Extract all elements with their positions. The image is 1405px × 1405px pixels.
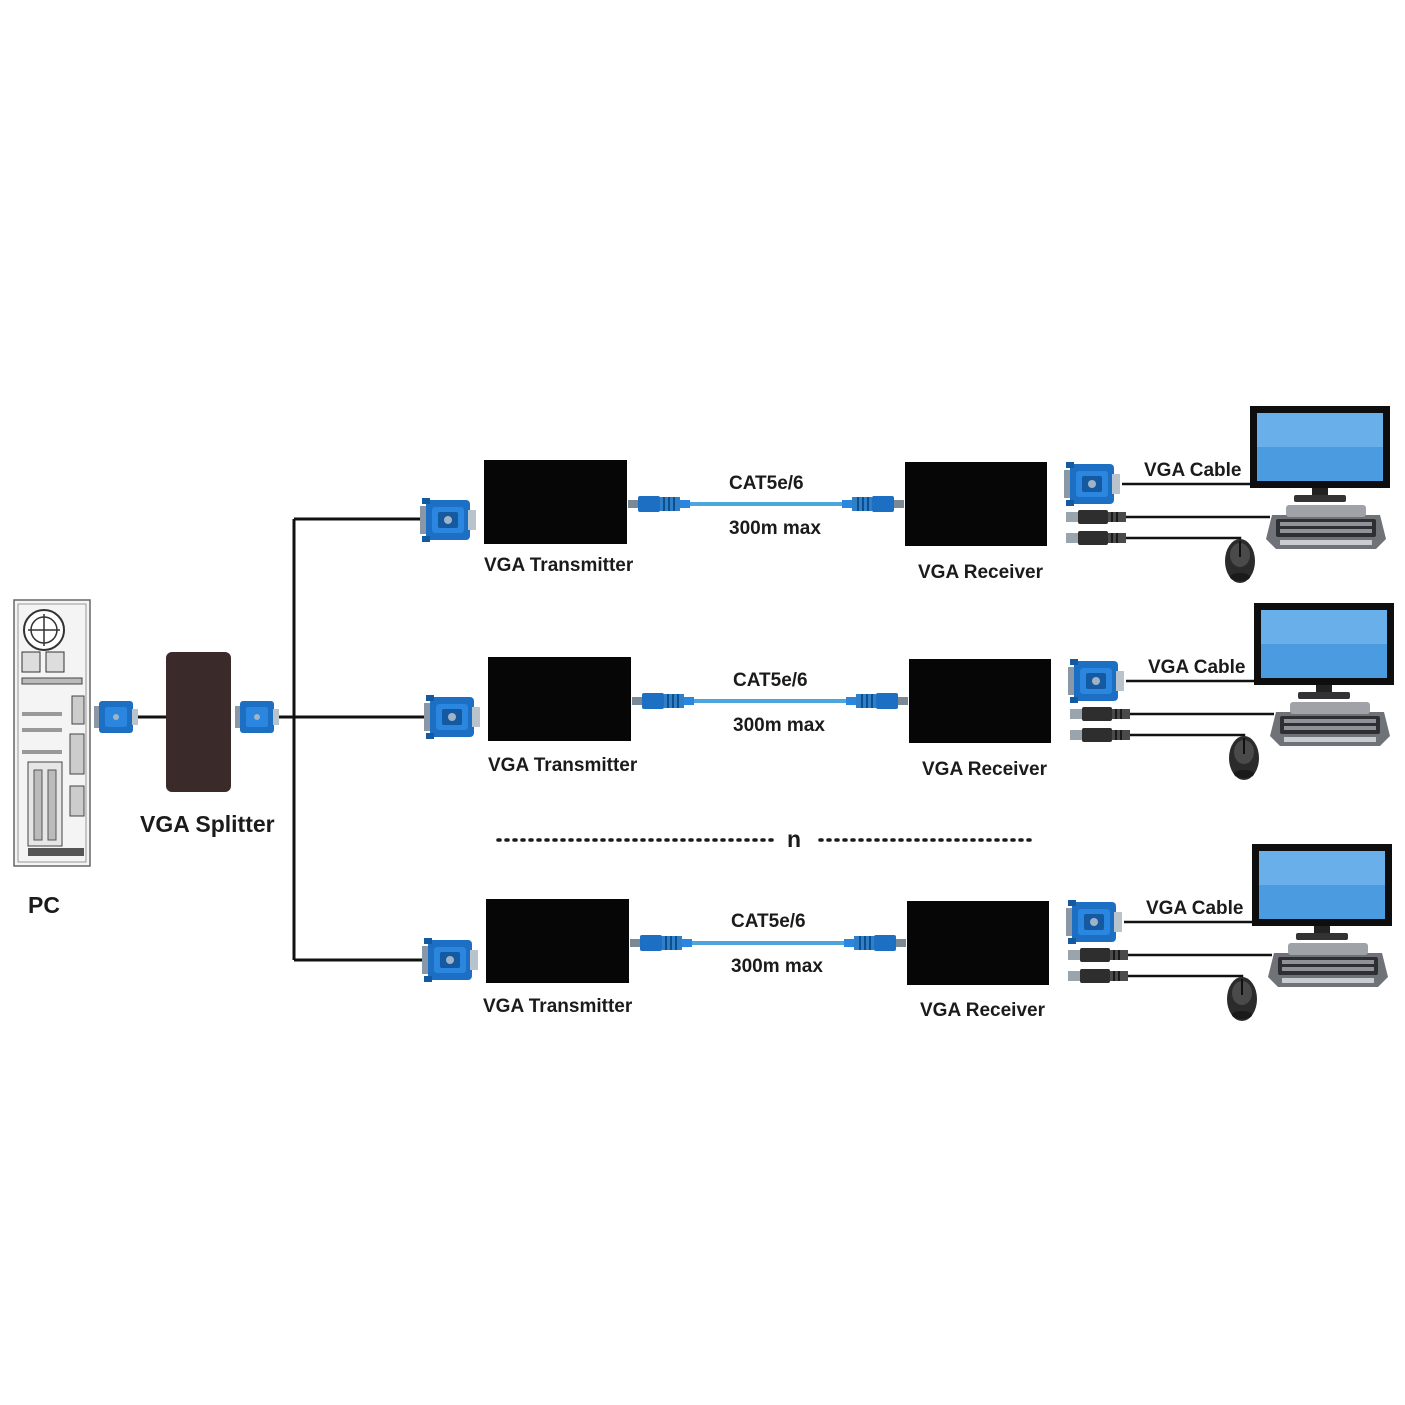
transmitter-label: VGA Transmitter [483, 996, 633, 1017]
receiver-label: VGA Receiver [920, 1000, 1046, 1021]
distance-label: 300m max [729, 518, 821, 539]
vga-receiver-device [907, 901, 1049, 985]
vga-connector-icon [235, 701, 279, 733]
cable-type-label: CAT5e/6 [731, 911, 806, 932]
vga-cable-label: VGA Cable [1148, 657, 1246, 678]
splitter-label: VGA Splitter [140, 811, 275, 837]
keyboard-icon [1270, 702, 1390, 746]
distance-label: 300m max [733, 715, 825, 736]
monitor-icon [1252, 844, 1392, 940]
mouse-icon [1226, 976, 1258, 1022]
vga-connector-icon [1066, 900, 1122, 944]
rj45-plug-icon [629, 934, 693, 952]
rj45-plug-icon [845, 692, 909, 710]
cable-type-label: CAT5e/6 [729, 473, 804, 494]
peripheral-wires [1124, 920, 1272, 978]
usb-plug-icon [1067, 947, 1129, 963]
peripheral-wires [1122, 482, 1270, 540]
repeat-marker: n [787, 826, 801, 852]
keyboard-icon [1268, 943, 1388, 987]
usb-plug-icon [1065, 509, 1127, 525]
extender-row-3: CAT5e/6 300m max VGA Transmitter VGA Rec… [422, 844, 1392, 1022]
vga-transmitter-device [488, 657, 631, 741]
pc-label: PC [28, 892, 60, 918]
extender-row-2: CAT5e/6 300m max VGA Transmitter VGA Rec… [424, 603, 1394, 781]
distance-label: 300m max [731, 956, 823, 977]
vga-connector-icon [1068, 659, 1124, 703]
vga-splitter-device [166, 652, 231, 792]
vga-connector-icon [94, 701, 138, 733]
vga-transmitter-device [486, 899, 629, 983]
vga-transmitter-device [484, 460, 627, 544]
rj45-plug-icon [627, 495, 691, 513]
rj45-plug-icon [843, 934, 907, 952]
receiver-label: VGA Receiver [922, 759, 1048, 780]
receiver-label: VGA Receiver [918, 562, 1044, 583]
pc-tower-icon [13, 599, 91, 867]
keyboard-icon [1266, 505, 1386, 549]
vga-connector-icon [420, 498, 476, 542]
splitter-distribution-wires [279, 517, 424, 962]
vga-cable-label: VGA Cable [1146, 898, 1244, 919]
usb-plug-icon [1069, 727, 1131, 743]
vga-connector-icon [424, 695, 480, 739]
vga-connector-icon [1064, 462, 1120, 506]
mouse-icon [1224, 538, 1256, 584]
monitor-icon [1254, 603, 1394, 699]
transmitter-label: VGA Transmitter [488, 755, 638, 776]
rj45-plug-icon [631, 692, 695, 710]
rj45-plug-icon [841, 495, 905, 513]
mouse-icon [1228, 735, 1260, 781]
cable-type-label: CAT5e/6 [733, 670, 808, 691]
vga-receiver-device [909, 659, 1051, 743]
transmitter-label: VGA Transmitter [484, 555, 634, 576]
usb-plug-icon [1069, 706, 1131, 722]
vga-connector-icon [422, 938, 478, 982]
usb-plug-icon [1065, 530, 1127, 546]
peripheral-wires [1126, 679, 1274, 737]
extender-row-1: CAT5e/6 300m max VGA Transmitter VGA Rec… [420, 406, 1390, 584]
usb-plug-icon [1067, 968, 1129, 984]
vga-receiver-device [905, 462, 1047, 546]
vga-cable-label: VGA Cable [1144, 460, 1242, 481]
monitor-icon [1250, 406, 1390, 502]
